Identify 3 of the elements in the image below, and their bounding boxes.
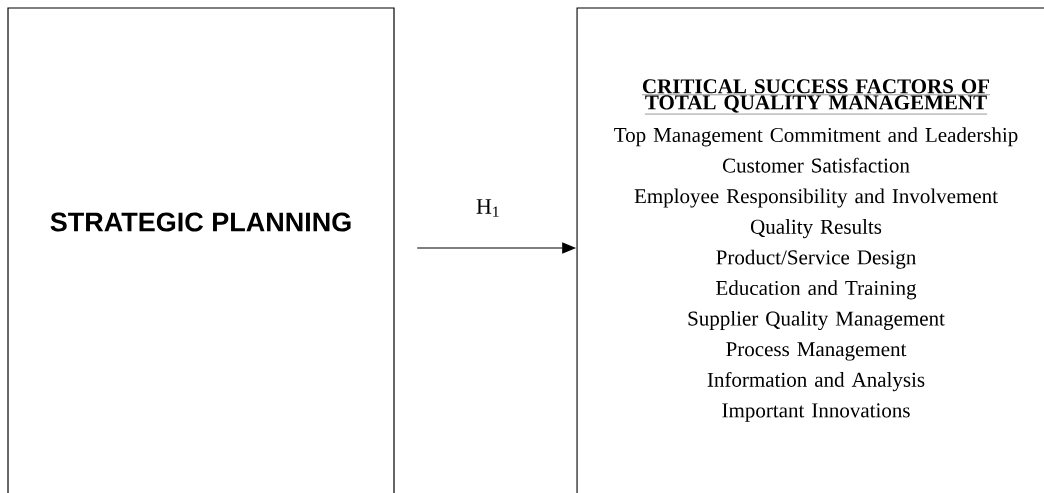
process-box: CRITICAL SUCCESS FACTORS OF TOTAL QUALITY MANAGEMENT Top Management Commitment and Leadership Customer Satisfaction Employee Responsibility and Involvement Quality Results Product/Service Design Education and Training Supplier Quality Management Process Management Information and Analysis Important Innovations — [576, 7, 1044, 493]
process-box: STRATEGIC PLANNING — [7, 7, 395, 493]
edge-label: H$_{1}$ — [474, 198, 502, 218]
